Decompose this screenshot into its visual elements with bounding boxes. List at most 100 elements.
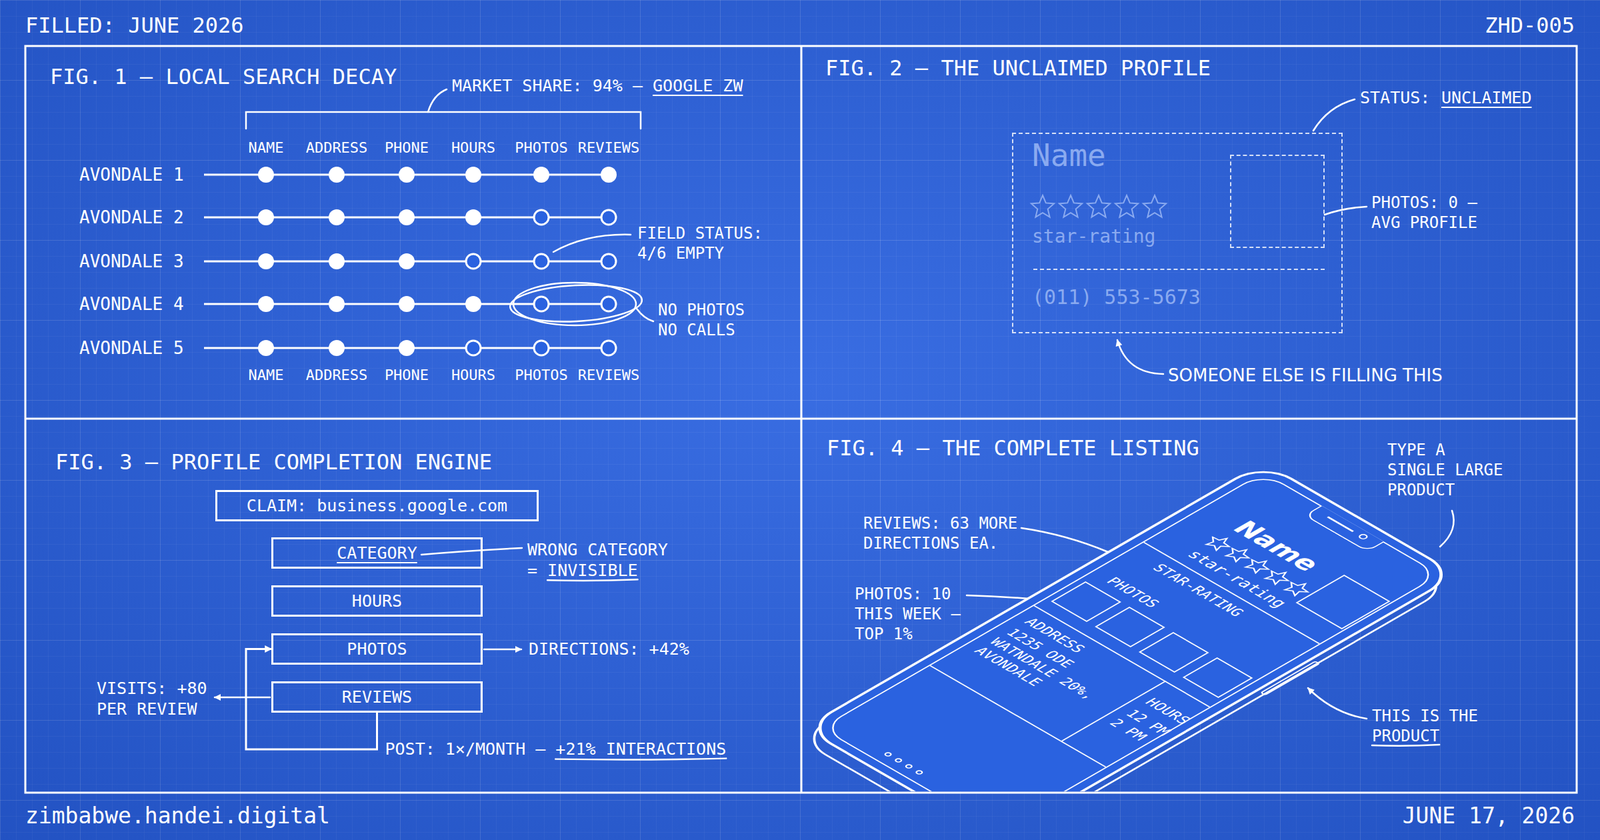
leader-line — [1324, 206, 1367, 215]
label-text: MARKET SHARE: 94% — — [452, 75, 643, 96]
leader-line — [553, 234, 631, 252]
star-icon — [1115, 195, 1138, 218]
photo-square — [1182, 657, 1254, 698]
label-text: PHOTOS: 10 THIS WEEK — TOP 1% — [854, 584, 982, 644]
star-icon — [1281, 578, 1314, 598]
label-text: HOURS — [451, 366, 496, 385]
label-text: PHOTOS: 0 — AVG PROFILE — [1371, 192, 1505, 233]
label-text: DIRECTIONS: +42% — [528, 638, 690, 660]
field-dots — [204, 166, 617, 356]
label-text: zimbabwe.handei.digital — [25, 802, 330, 830]
leader-line — [1021, 528, 1108, 552]
label-text: ADDRESS — [306, 366, 368, 385]
photo-placeholder — [1230, 154, 1325, 248]
leader-line — [246, 112, 641, 129]
leader-line — [1308, 688, 1367, 719]
empty-dot — [534, 254, 549, 269]
filled-dot — [328, 166, 345, 183]
dashed-divider — [1033, 268, 1325, 270]
label-text: NAME — [248, 366, 284, 385]
label-text: FIG. 3 — PROFILE COMPLETION ENGINE — [55, 448, 492, 476]
box-text: PHOTOS — [346, 638, 407, 660]
filled-dot — [258, 209, 274, 226]
speaker-hole — [893, 757, 904, 764]
empty-dot — [601, 296, 616, 312]
box-text: CLAIM: business.google.com — [246, 495, 508, 516]
photo-square — [1094, 606, 1166, 648]
frame — [25, 46, 1577, 793]
filled-dot — [258, 296, 274, 312]
label-text: VISITS: +80 PER REVIEW — [96, 678, 217, 720]
leader-line — [1313, 99, 1355, 131]
card-text: (011) 553-5673 — [1032, 284, 1201, 310]
label-text: FIG. 1 — LOCAL SEARCH DECAY — [50, 63, 397, 90]
filled-dot — [398, 296, 415, 312]
process-box: REVIEWS — [271, 681, 483, 713]
filled-dot — [600, 166, 617, 183]
filled-dot — [398, 253, 415, 270]
star-icon — [1143, 195, 1166, 218]
leader-line — [214, 696, 270, 699]
empty-dot — [466, 340, 481, 356]
box-text: REVIEWS — [342, 686, 412, 708]
filled-dot — [258, 253, 274, 270]
speaker-hole — [914, 769, 925, 776]
phone-text: Name — [1225, 516, 1329, 576]
label-text: PHOTOS — [514, 366, 568, 385]
filled-dot — [398, 166, 415, 183]
label-text: FIELD STATUS: 4/6 EMPTY — [637, 223, 791, 264]
process-box: HOURS — [271, 585, 483, 617]
card-text: Name — [1032, 136, 1106, 176]
leader-line — [636, 308, 654, 322]
empty-dot — [601, 340, 616, 356]
star-row — [1028, 192, 1182, 222]
side-button — [1260, 660, 1321, 696]
star-icon — [1222, 544, 1255, 564]
card-text: star-rating — [1032, 224, 1156, 248]
label-text: WRONG CATEGORY = INVISIBLE — [527, 539, 678, 582]
star-icon — [1242, 556, 1274, 575]
star-icon — [1262, 567, 1294, 586]
label-text: NO PHOTOS NO CALLS — [658, 300, 765, 340]
label-text: REVIEWS — [578, 138, 640, 158]
filled-dot — [533, 166, 550, 183]
label-text: HOURS — [451, 138, 496, 158]
leader-line — [428, 89, 447, 112]
filled-dot — [465, 296, 482, 312]
leader-line — [1440, 510, 1454, 547]
label-text: TYPE A SINGLE LARGE PRODUCT — [1387, 440, 1508, 500]
empty-dot — [601, 254, 616, 269]
label-text: AVONDALE 3 — [79, 250, 184, 273]
label-text: AVONDALE 4 — [79, 293, 184, 316]
empty-dot — [534, 210, 549, 225]
filled-dot — [328, 253, 345, 270]
process-box: CLAIM: business.google.com — [215, 490, 539, 522]
label-text: REVIEWS: 63 MORE DIRECTIONS EA. — [863, 513, 1030, 554]
label-text: FIG. 2 — THE UNCLAIMED PROFILE — [825, 54, 1211, 82]
label-text: THIS IS THE PRODUCT — [1372, 706, 1506, 746]
speaker-hole — [903, 763, 914, 770]
star-icon — [1087, 195, 1110, 218]
filled-dot — [465, 166, 482, 183]
frame-rect — [25, 46, 1577, 793]
filled-dot — [398, 209, 415, 226]
label-text: UNCLAIMED — [1441, 87, 1532, 108]
phone-text: PHOTOS — [1102, 574, 1164, 610]
box-text: HOURS — [352, 590, 402, 612]
label-text: FILLED: JUNE 2026 — [25, 12, 244, 39]
rule-line — [25, 418, 1577, 420]
filled-dot — [398, 340, 415, 356]
label-text: PHONE — [384, 138, 429, 158]
star-icon — [1059, 195, 1082, 218]
label-text: SOMEONE ELSE IS FILLING THIS — [1168, 364, 1443, 387]
label-text: JUNE 17, 2026 — [1402, 802, 1575, 830]
filled-dot — [328, 340, 345, 356]
leader-line — [484, 648, 522, 651]
label-text: PHONE — [384, 366, 429, 385]
label-text: PHOTOS — [514, 138, 568, 158]
empty-dot — [534, 296, 549, 312]
photo-square — [1295, 574, 1390, 630]
